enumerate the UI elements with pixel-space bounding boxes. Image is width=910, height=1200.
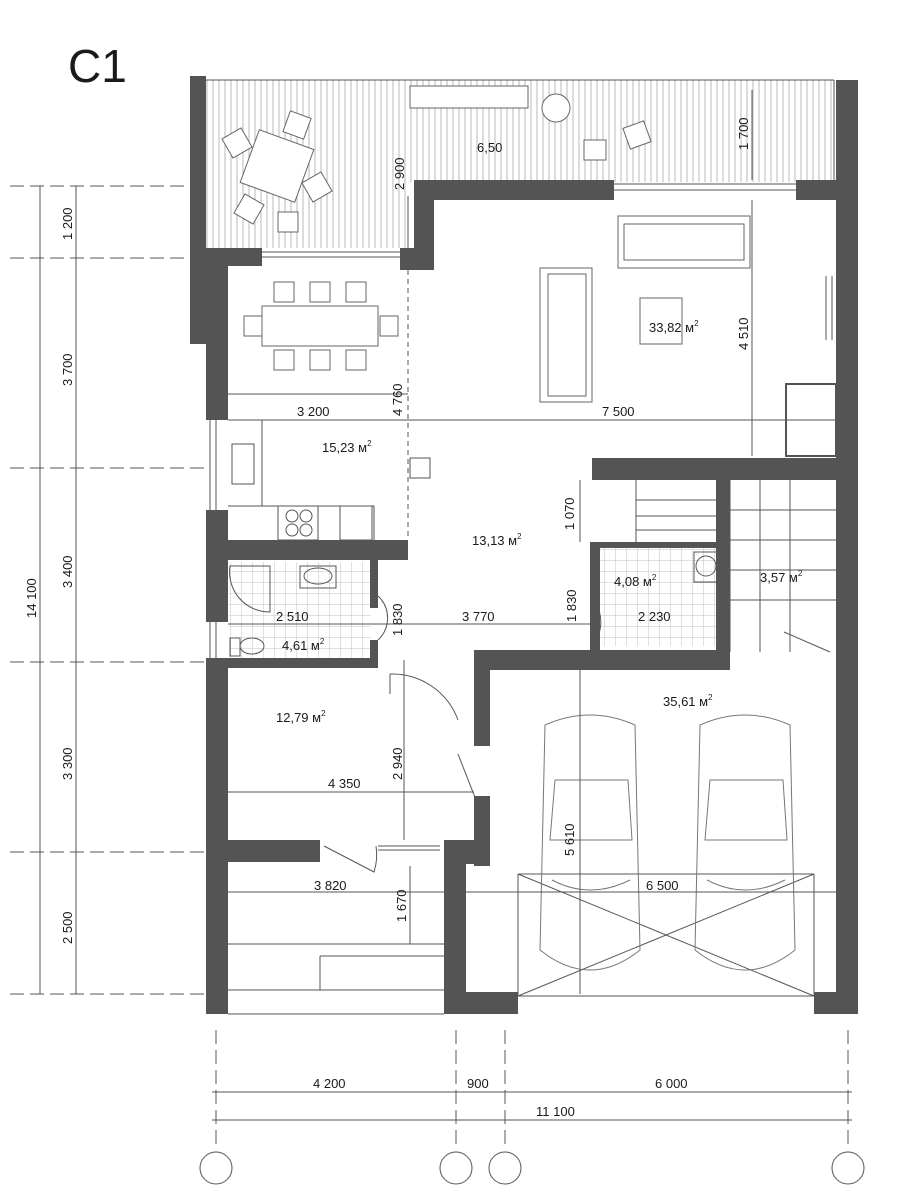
cars — [539, 714, 796, 971]
dim-garage-depth: 5 610 — [562, 823, 577, 856]
dimension-lines — [10, 90, 852, 1150]
dim-wc-width: 2 230 — [638, 609, 671, 624]
stair-area: 3,57 м2 — [760, 569, 803, 585]
dim-bottom-2: 900 — [467, 1076, 489, 1091]
dim-wc-height: 1 830 — [564, 589, 579, 622]
dim-hall-width: 3 770 — [462, 609, 495, 624]
dim-left-3: 3 400 — [60, 555, 75, 588]
wc-area: 4,08 м2 — [614, 573, 657, 589]
garage-area: 35,61 м2 — [663, 693, 713, 709]
dim-left-total: 14 100 — [24, 578, 39, 618]
dim-center-vertical: 4 760 — [390, 383, 405, 416]
dim-terrace-depth-left: 2 900 — [392, 157, 407, 190]
living-area: 33,82 м2 — [649, 319, 699, 335]
dim-bottom-3: 6 000 — [655, 1076, 688, 1091]
dim-left-5: 2 500 — [60, 911, 75, 944]
dim-hall-vertical: 1 070 — [562, 497, 577, 530]
dim-room-height: 2 940 — [390, 747, 405, 780]
dim-left-4: 3 300 — [60, 747, 75, 780]
dim-bottom-total: 11 100 — [536, 1104, 575, 1119]
dim-terrace-width: 6,50 — [477, 140, 502, 155]
dim-terrace-depth-right: 1 700 — [736, 117, 751, 150]
room-area: 12,79 м2 — [276, 709, 326, 725]
kitchen-area: 15,23 м2 — [322, 439, 372, 455]
dim-living-width: 7 500 — [602, 404, 635, 419]
dim-room-width: 4 350 — [328, 776, 361, 791]
dim-left-2: 3 700 — [60, 353, 75, 386]
dim-porch-width: 3 820 — [314, 878, 347, 893]
dim-bottom-1: 4 200 — [313, 1076, 346, 1091]
dimension-labels: 6,50 2 900 1 700 3 200 4 760 7 500 4 510… — [24, 117, 751, 1119]
thin-lines — [206, 79, 836, 1015]
hall-area: 13,13 м2 — [472, 532, 522, 548]
dim-living-height: 4 510 — [736, 317, 751, 350]
wc-tiles — [599, 548, 723, 646]
dim-bath-width: 2 510 — [276, 609, 309, 624]
bath-area: 4,61 м2 — [282, 637, 325, 653]
dim-left-1: 1 200 — [60, 207, 75, 240]
dim-garage-width: 6 500 — [646, 878, 679, 893]
dim-bath-height: 1 830 — [390, 603, 405, 636]
area-labels: 33,82 м2 15,23 м2 13,13 м2 4,08 м2 3,57 … — [276, 319, 803, 725]
plan-title: C1 — [68, 40, 127, 92]
walls — [190, 76, 858, 1014]
furniture — [221, 85, 751, 403]
grid-bubbles — [199, 1151, 865, 1185]
dim-porch-depth: 1 670 — [394, 889, 409, 922]
dim-kitchen-width: 3 200 — [297, 404, 330, 419]
